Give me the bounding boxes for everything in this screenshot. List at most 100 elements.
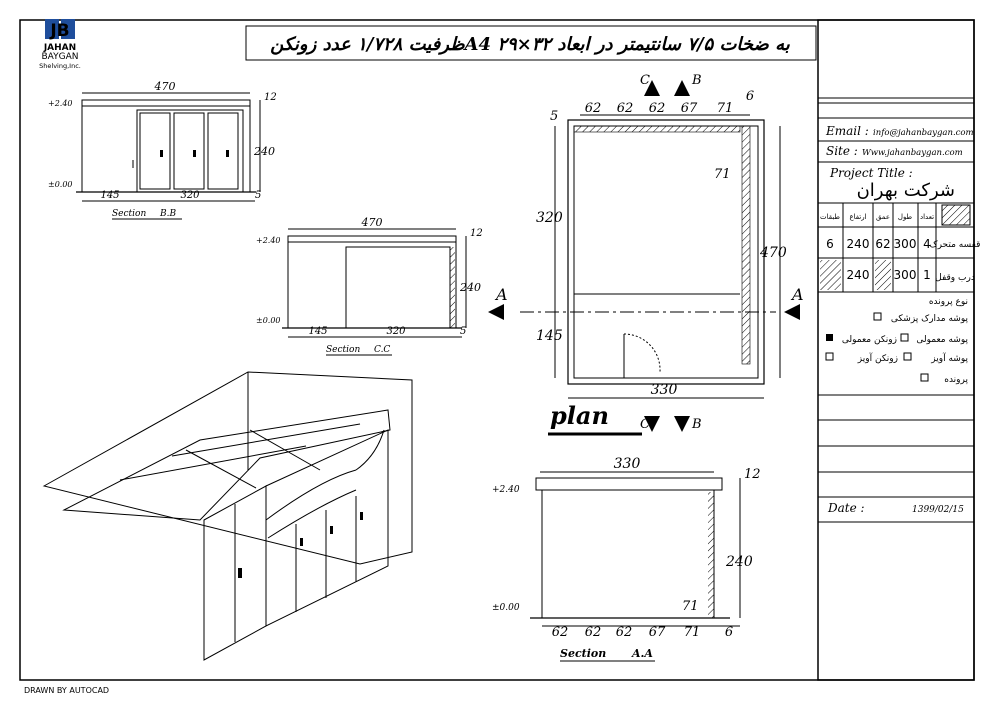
checkbox-4[interactable] xyxy=(903,352,912,361)
logo-line1: JAHAN xyxy=(43,43,76,53)
checkbox-1[interactable] xyxy=(873,312,882,321)
logo-mark: JB xyxy=(49,21,69,41)
bb-level-bottom: ±0.00 xyxy=(48,180,73,189)
row2-count: 1 xyxy=(923,268,931,282)
plan-view: 62 62 62 67 71 6 5 320 145 470 330 71 A … xyxy=(488,73,804,436)
section-marker-b-bottom xyxy=(674,416,690,432)
row2-height: 240 xyxy=(847,268,870,282)
site-label: Site : xyxy=(826,144,858,158)
checkbox-2[interactable] xyxy=(900,333,909,342)
row2-label: درب وقفل xyxy=(935,273,975,283)
section-bb: 470 145 320 5 12 240 +2.40 ±0.00 Section… xyxy=(48,80,277,220)
plan-inner: 71 xyxy=(714,167,731,182)
product-type-1: پوشه مدارک پزشکی xyxy=(891,313,969,324)
row2-length: 300 xyxy=(894,268,917,282)
project-label: Project Title : xyxy=(829,166,913,180)
product-type-label: نوع پرونده xyxy=(929,297,968,307)
section-cc: 470 145 320 5 12 240 +2.40 ±0.00 Section… xyxy=(256,216,483,356)
plan-marker-a-right: A xyxy=(790,285,804,304)
bb-level-top: +2.40 xyxy=(48,99,73,108)
product-type-4: پوشه آویز xyxy=(930,352,968,364)
cc-height: 240 xyxy=(459,281,481,294)
drawn-by-label: DRAWN BY AUTOCAD xyxy=(24,686,109,695)
product-type-6: پرونده xyxy=(944,375,968,385)
plan-right: 470 xyxy=(759,245,787,261)
section-marker-c-top xyxy=(644,80,660,96)
plan-dim-2: 62 xyxy=(617,101,634,116)
header-title-box xyxy=(245,25,817,61)
aa-level-bottom: ±0.00 xyxy=(492,603,520,613)
section-marker-b-top xyxy=(674,80,690,96)
row1-length: 300 xyxy=(894,237,917,251)
row1-depth: 62 xyxy=(875,237,890,251)
title-block: Email : info@jahanbaygan.com Site : Www.… xyxy=(818,97,981,523)
plan-dim-6: 6 xyxy=(746,89,754,104)
th-length: طول xyxy=(898,213,913,221)
cc-width: 470 xyxy=(361,216,383,229)
aa-top: 12 xyxy=(744,467,761,482)
date-value: 1399/02/15 xyxy=(912,505,964,515)
plan-caption: plan xyxy=(550,401,609,430)
plan-dim-3: 62 xyxy=(649,101,666,116)
product-type-2: پوشه معمولی xyxy=(916,335,968,345)
logo-line2: BAYGAN xyxy=(42,52,79,62)
company-logo: JB JAHAN BAYGAN Shelving,Inc. xyxy=(39,19,81,70)
th-height: ارتفاع xyxy=(849,213,866,221)
aa-dim-5: 71 xyxy=(684,625,701,640)
section-marker-a-right xyxy=(784,304,800,320)
th-depth: عمق xyxy=(876,213,890,221)
product-type-5: زونکن آویز xyxy=(857,352,898,364)
aa-dim-6: 6 xyxy=(725,625,733,640)
bb-width: 470 xyxy=(154,80,176,93)
aa-dim-4: 67 xyxy=(649,625,666,640)
title-block-frame xyxy=(817,19,975,681)
plan-marker-b-bottom: B xyxy=(691,417,702,432)
header-title: ظرفیت ۱/۷۲۸ عدد زونکنA4 به ضخات ۷/۵ سانت… xyxy=(270,34,790,55)
bb-top: 12 xyxy=(264,92,277,103)
plan-dim-5: 71 xyxy=(717,101,734,116)
row1-label: قفسه متحرک xyxy=(930,239,981,250)
aa-height: 240 xyxy=(725,554,753,570)
plan-dim-1: 62 xyxy=(585,101,602,116)
product-type-list: پوشه مدارک پزشکی پوشه معمولی زونکن معمول… xyxy=(825,312,969,385)
cc-caption: Section xyxy=(326,345,360,355)
checkbox-3[interactable] xyxy=(826,334,833,341)
aa-level-top: +2.40 xyxy=(492,485,520,495)
row1-shelves: 6 xyxy=(826,237,834,251)
project-name: شرکت بهران xyxy=(857,180,955,201)
aa-caption: Section xyxy=(560,647,606,660)
bb-height: 240 xyxy=(253,145,275,158)
aa-dim-2: 62 xyxy=(585,625,602,640)
cc-dim-1: 145 xyxy=(308,326,327,337)
cc-name: C.C xyxy=(374,345,390,355)
product-type-3: زونکن معمولی xyxy=(842,335,897,345)
cc-top: 12 xyxy=(470,228,483,239)
checkbox-5[interactable] xyxy=(825,352,834,361)
plan-marker-c-top: C xyxy=(640,73,650,88)
aa-width: 330 xyxy=(614,456,641,472)
bb-name: B.B xyxy=(159,209,176,219)
site-value: Www.jahanbaygan.com xyxy=(862,148,963,158)
logo-line3: Shelving,Inc. xyxy=(39,62,81,70)
plan-dim-4: 67 xyxy=(681,101,698,116)
aa-dim-1: 62 xyxy=(552,625,569,640)
section-marker-c-bottom xyxy=(644,416,660,432)
plan-left-mid: 320 xyxy=(536,210,563,226)
isometric-view xyxy=(42,371,413,661)
date-label: Date : xyxy=(827,501,865,515)
row1-height: 240 xyxy=(847,237,870,251)
sheet-border xyxy=(19,19,975,681)
bb-caption: Section xyxy=(112,209,146,219)
section-aa: 330 62 62 62 67 71 6 71 12 240 +2.40 ±0.… xyxy=(492,456,761,662)
bb-dim-3: 5 xyxy=(255,190,261,201)
email-value: info@jahanbaygan.com xyxy=(873,128,974,138)
checkbox-6[interactable] xyxy=(920,373,929,382)
row1-count: 4 xyxy=(923,237,931,251)
th-count: تعداد xyxy=(920,213,934,221)
plan-marker-b-top: B xyxy=(691,73,702,88)
plan-bottom: 330 xyxy=(651,382,678,398)
cc-level-top: +2.40 xyxy=(256,236,281,245)
cc-level-bottom: ±0.00 xyxy=(256,316,281,325)
plan-marker-c-bottom: C xyxy=(640,417,650,432)
